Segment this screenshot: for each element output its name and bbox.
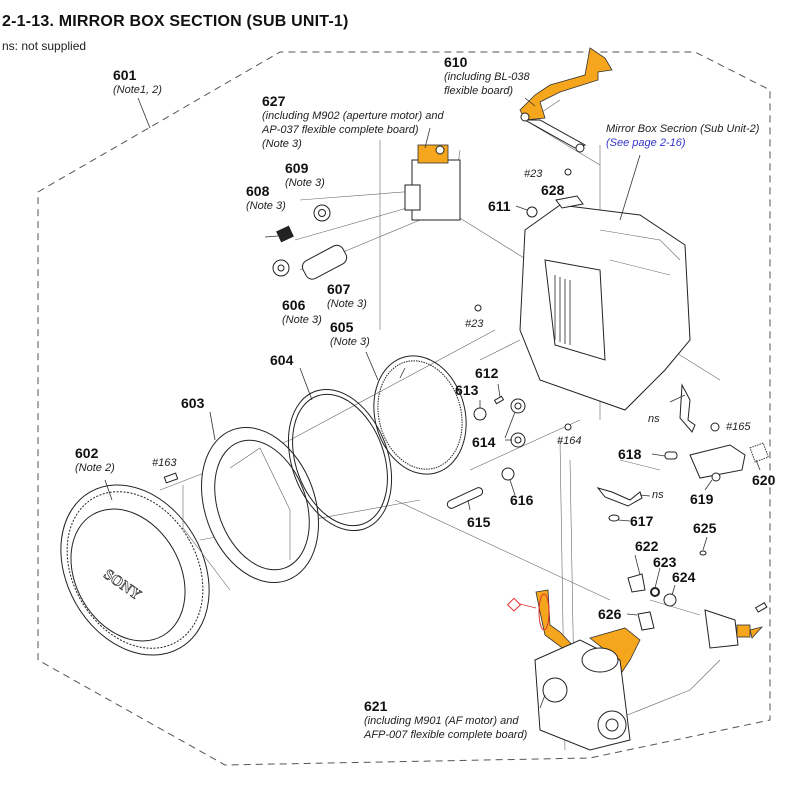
- note-621-line2: AFP-007 flexible complete board): [364, 729, 528, 741]
- label-606: 606: [282, 297, 306, 313]
- screw-23-left: [474, 304, 482, 312]
- part-602-body-cap: SONY: [60, 484, 210, 656]
- label-604: 604: [270, 352, 294, 368]
- label-602: 602: [75, 445, 99, 461]
- part-611-roller: [526, 206, 538, 218]
- screw-163: [163, 472, 179, 484]
- label-603: 603: [181, 395, 205, 411]
- note-627-line2: AP-037 flexible complete board): [262, 124, 419, 136]
- label-613: 613: [455, 382, 479, 398]
- part-612-pin: [493, 395, 505, 405]
- part-622-holder: [627, 573, 646, 593]
- part-607-shaft: [301, 244, 348, 280]
- label-614: 614: [472, 434, 496, 450]
- label-616: 616: [510, 492, 534, 508]
- label-605: 605: [330, 319, 354, 335]
- screw-165: [710, 422, 720, 432]
- label-608: 608: [246, 183, 270, 199]
- caution-marker: [506, 593, 550, 631]
- ns-label-lever: ns: [648, 413, 660, 425]
- note-609: (Note 3): [285, 177, 325, 189]
- ns-label-bracket: ns: [652, 489, 664, 501]
- part-628-plate: [555, 195, 584, 209]
- label-610: 610: [444, 54, 468, 70]
- part-620-spring: [749, 442, 769, 463]
- part-614-roller-upper: [510, 398, 526, 414]
- note-607: (Note 3): [327, 298, 367, 310]
- note-627-line3: (Note 3): [262, 138, 302, 150]
- label-601: 601: [113, 67, 137, 83]
- note-606: (Note 3): [282, 314, 322, 326]
- part-627-aperture-unit: [404, 144, 461, 221]
- part-617-screw: [608, 514, 620, 522]
- note-627-line1: (including M902 (aperture motor) and: [262, 110, 444, 122]
- label-607: 607: [327, 281, 351, 297]
- part-604-ring: [287, 388, 393, 532]
- note-608: (Note 3): [246, 200, 286, 212]
- part-609-gear: [313, 204, 331, 222]
- section-title: 2-1-13. MIRROR BOX SECTION (SUB UNIT-1): [2, 13, 349, 30]
- mirror-box-body: [519, 204, 691, 411]
- label-609: 609: [285, 160, 309, 176]
- label-624: 624: [672, 569, 696, 585]
- label-620: 620: [752, 472, 776, 488]
- screw-label-163: #163: [152, 457, 177, 469]
- note-602: (Note 2): [75, 462, 115, 474]
- note-601: (Note1, 2): [113, 84, 162, 96]
- label-611: 611: [488, 198, 511, 214]
- part-624-bushing: [663, 593, 677, 607]
- label-622: 622: [635, 538, 659, 554]
- not-supplied-legend: ns: not supplied: [2, 39, 87, 53]
- leader-601: [137, 97, 151, 129]
- cross-ref-link[interactable]: (See page 2-16): [606, 137, 686, 149]
- part-ns-bracket: [596, 487, 643, 507]
- part-603-lens-mount: [182, 427, 319, 591]
- screw-label-23-top: #23: [524, 168, 543, 180]
- part-621-af-motor-unit: [534, 589, 641, 751]
- sub-unit-boundary: [37, 51, 771, 766]
- part-616-roller: [501, 467, 515, 481]
- label-618: 618: [618, 446, 642, 462]
- part-ns-lever: [679, 383, 696, 433]
- label-627: 627: [262, 93, 286, 109]
- part-623-ring: [650, 587, 660, 597]
- part-625-nut: [699, 550, 707, 556]
- part-af-sensor: [704, 602, 768, 649]
- part-605-ring: [373, 355, 467, 475]
- part-619-switch: [689, 444, 746, 482]
- label-615: 615: [467, 514, 491, 530]
- note-610-line1: (including BL-038: [444, 71, 530, 83]
- label-612: 612: [475, 365, 499, 381]
- label-619: 619: [690, 491, 714, 507]
- label-628: 628: [541, 182, 565, 198]
- part-613-cap: [473, 407, 487, 421]
- leader-lines: [104, 97, 761, 709]
- part-618-pin: [664, 451, 678, 460]
- screw-164: [564, 423, 572, 431]
- part-606-gear: [272, 259, 290, 277]
- part-610-flex-board: [519, 47, 613, 153]
- cross-ref-label: Mirror Box Secrion (Sub Unit-2): [606, 123, 760, 135]
- note-605: (Note 3): [330, 336, 370, 348]
- screw-label-164: #164: [557, 435, 582, 447]
- note-610-line2: flexible board): [444, 85, 514, 97]
- screw-label-23-left: #23: [465, 318, 484, 330]
- screw-23-top: [564, 168, 572, 176]
- screw-label-165: #165: [726, 421, 751, 433]
- label-626: 626: [598, 606, 622, 622]
- label-625: 625: [693, 520, 717, 536]
- part-626-clip: [637, 611, 655, 631]
- label-623: 623: [653, 554, 677, 570]
- label-621: 621: [364, 698, 388, 714]
- part-608-spring: [264, 225, 294, 243]
- part-614-roller-lower: [510, 432, 526, 448]
- label-617: 617: [630, 513, 654, 529]
- part-615-shaft: [446, 487, 484, 509]
- note-621-line1: (including M901 (AF motor) and: [364, 715, 519, 727]
